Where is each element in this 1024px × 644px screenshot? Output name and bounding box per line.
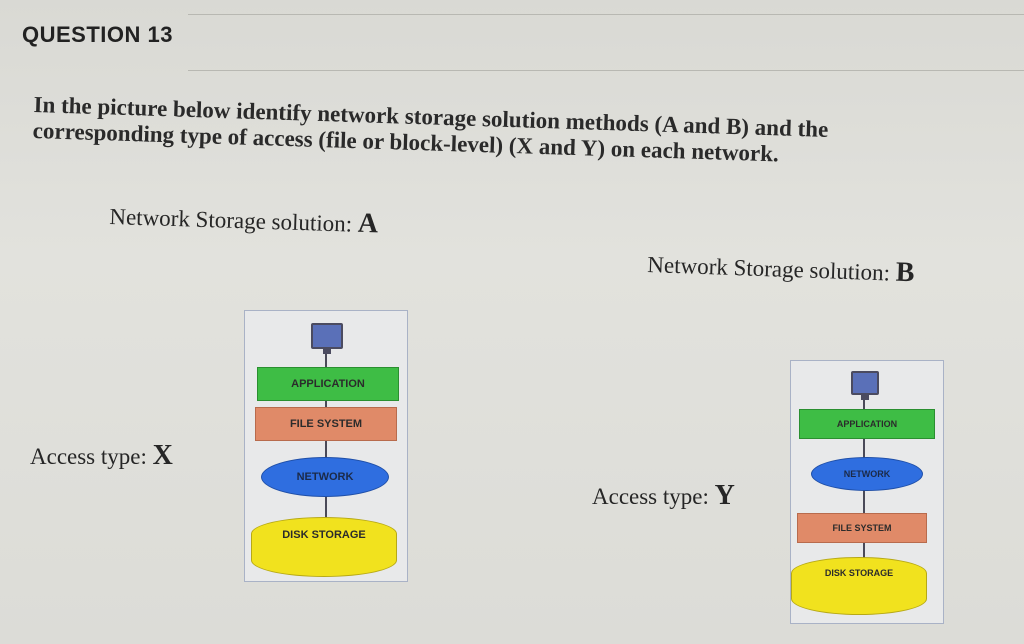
layer-network: NETWORK: [811, 457, 923, 491]
header-divider-top: [188, 14, 1024, 15]
access-y-label: Access type: Y: [592, 480, 735, 512]
monitor-icon: [851, 371, 879, 400]
layer-application: APPLICATION: [799, 409, 935, 439]
solution-b-letter: B: [895, 256, 916, 289]
layer-file-system: FILE SYSTEM: [797, 513, 927, 543]
question-prompt: In the picture below identify network st…: [32, 92, 963, 173]
access-y-text: Access type:: [592, 484, 709, 509]
solution-a-label: Network Storage solution: A: [109, 200, 379, 240]
access-x-text: Access type:: [30, 444, 147, 469]
solution-a-text: Network Storage solution:: [109, 203, 353, 237]
monitor-icon: [311, 323, 343, 354]
solution-a-letter: A: [357, 207, 379, 240]
layer-network: NETWORK: [261, 457, 389, 497]
question-title: QUESTION 13: [22, 22, 173, 47]
header-divider-bottom: [188, 70, 1024, 71]
layer-application: APPLICATION: [257, 367, 399, 401]
solution-b-label: Network Storage solution: B: [647, 248, 915, 289]
access-x-letter: X: [152, 440, 173, 471]
diagram-solution-b: APPLICATION NETWORK FILE SYSTEM DISK STO…: [790, 360, 944, 624]
access-y-letter: Y: [714, 480, 735, 511]
layer-file-system: FILE SYSTEM: [255, 407, 397, 441]
diagram-solution-a: APPLICATION FILE SYSTEM NETWORK DISK STO…: [244, 310, 408, 582]
solution-b-text: Network Storage solution:: [646, 251, 891, 286]
connector-line: [325, 345, 327, 545]
layer-disk-storage: DISK STORAGE: [791, 557, 927, 615]
layer-disk-storage: DISK STORAGE: [251, 517, 397, 577]
access-x-label: Access type: X: [30, 440, 173, 472]
